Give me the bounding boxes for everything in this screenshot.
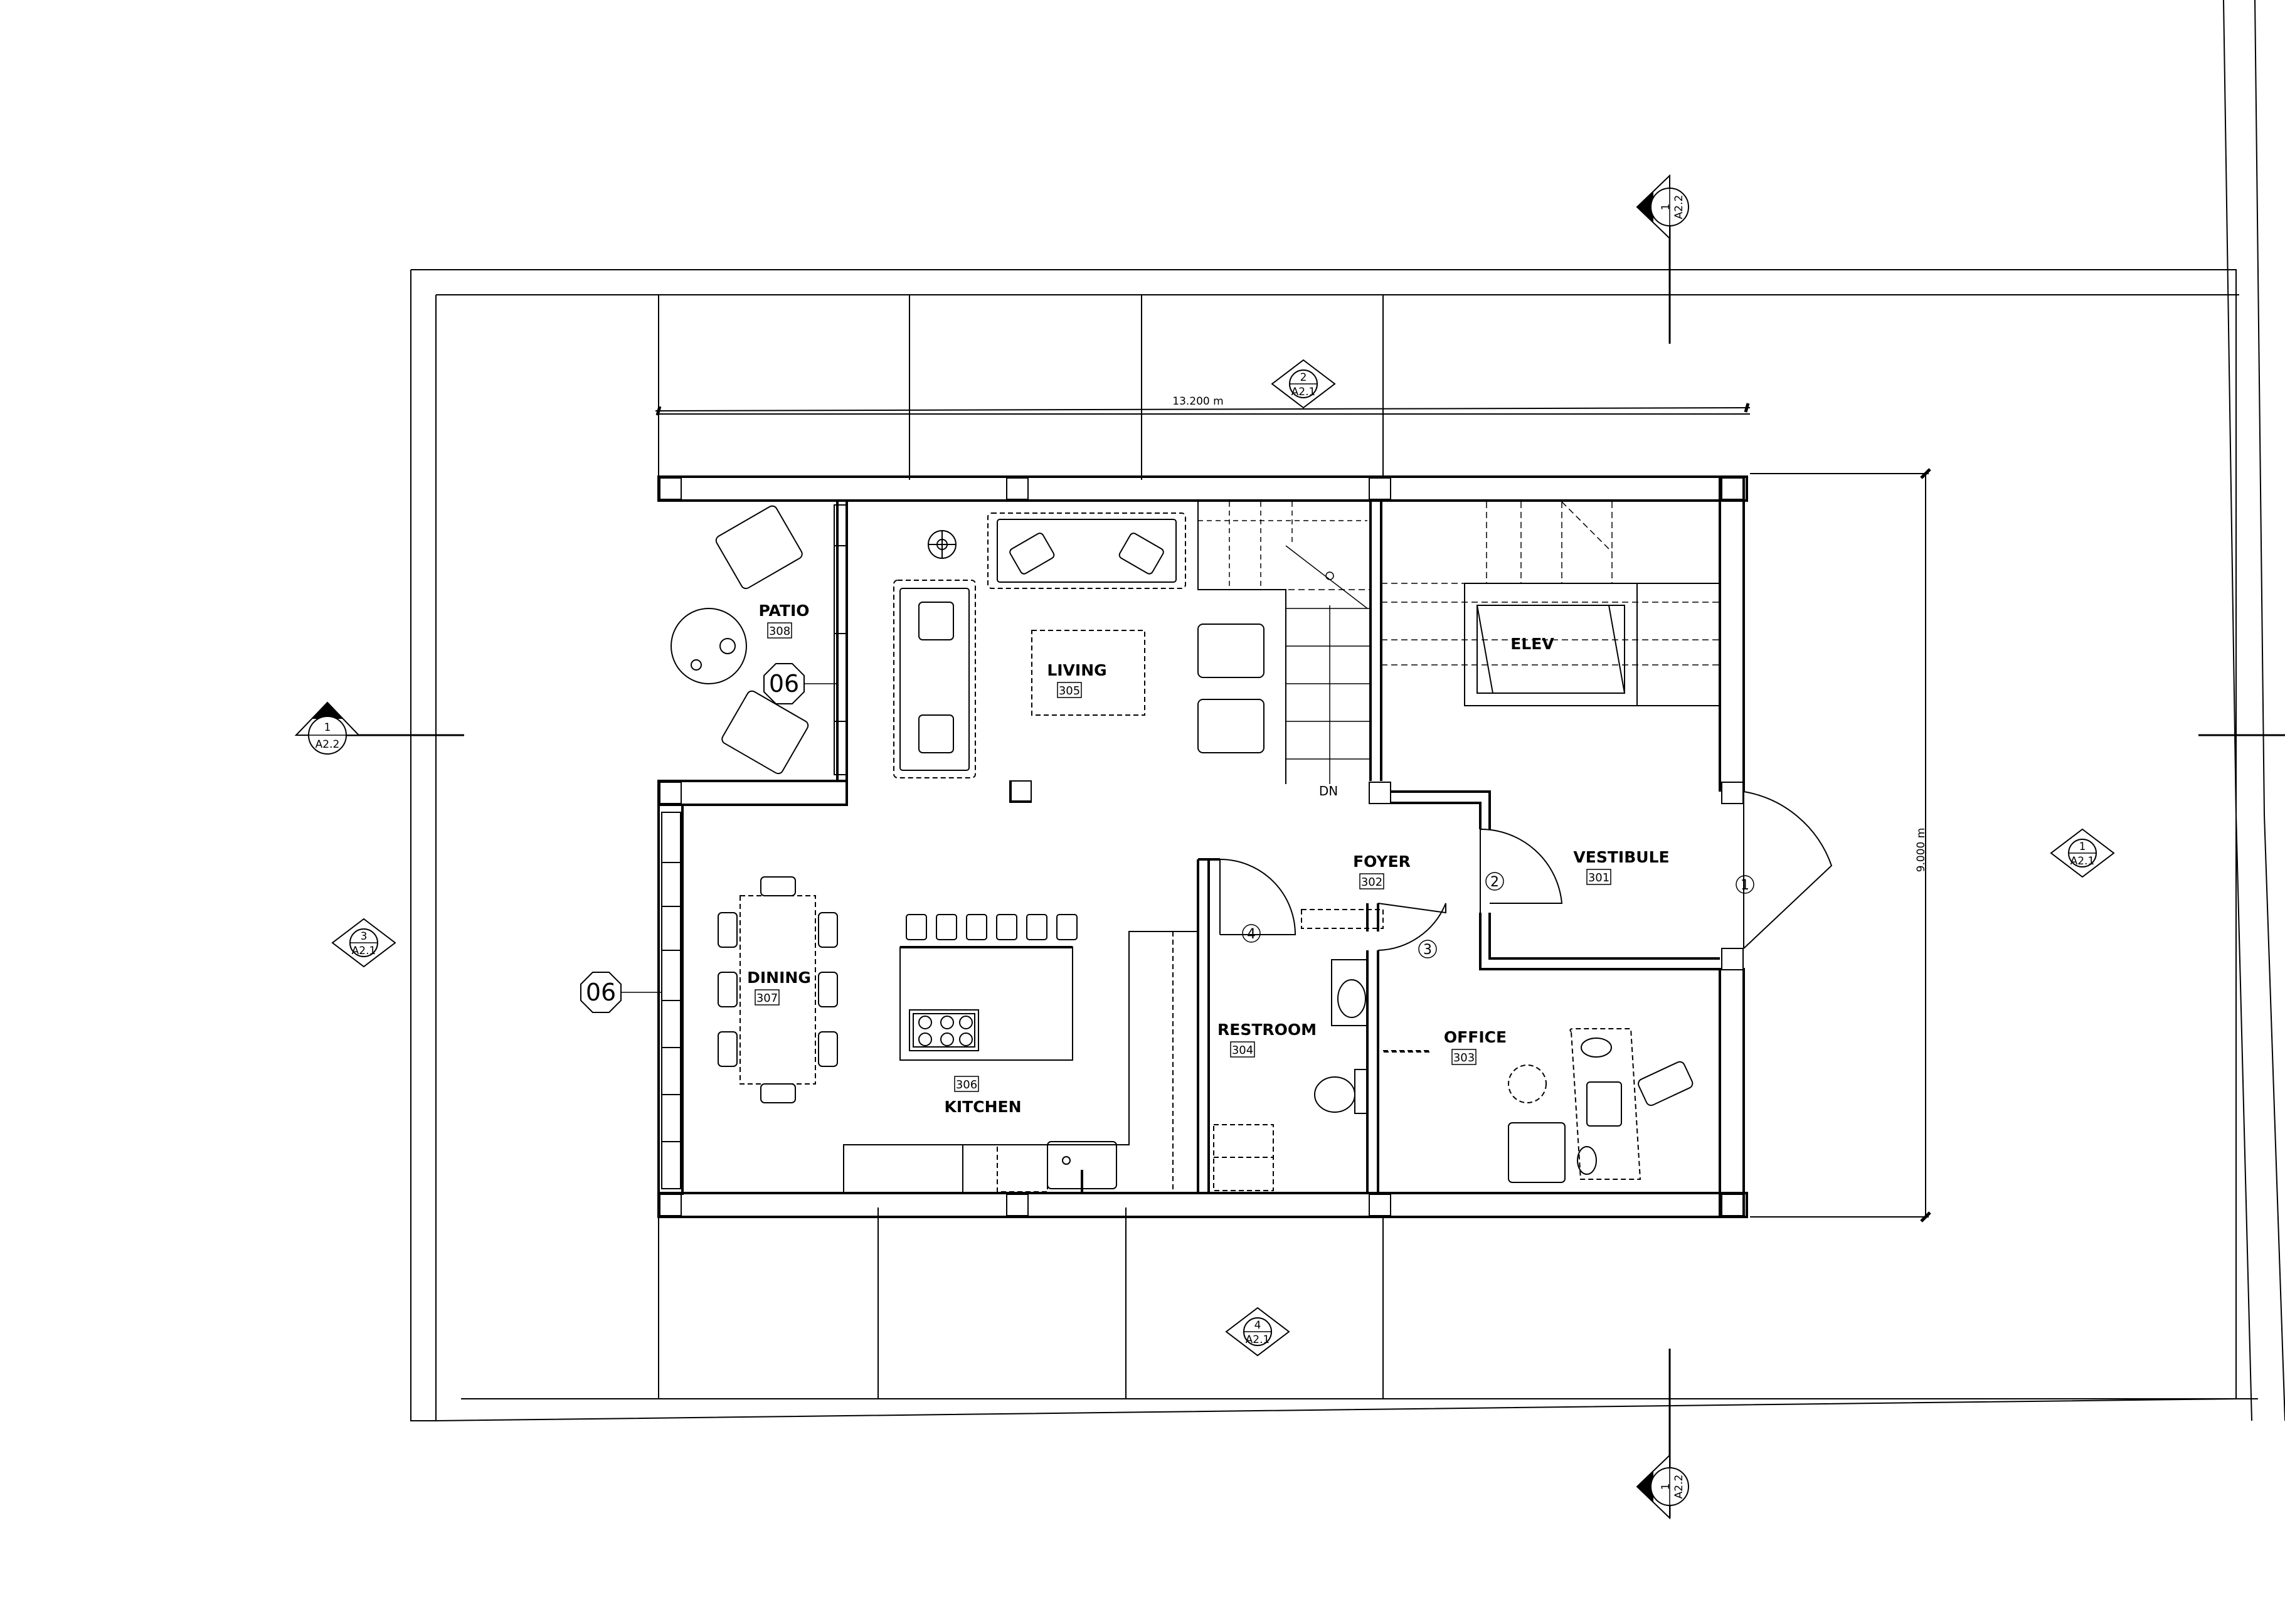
room-number: 307 bbox=[756, 992, 778, 1005]
office-furniture bbox=[1382, 1028, 1694, 1183]
room-patio: PATIO 308 bbox=[758, 602, 810, 639]
room-name: ELEV bbox=[1510, 635, 1554, 653]
room-name: OFFICE bbox=[1444, 1028, 1507, 1046]
room-elev: ELEV bbox=[1510, 635, 1554, 653]
svg-text:1: 1 bbox=[2079, 841, 2086, 853]
restroom-fixtures bbox=[1213, 909, 1384, 1191]
svg-text:06: 06 bbox=[586, 979, 616, 1006]
room-number: 306 bbox=[956, 1078, 977, 1091]
dimension-width bbox=[655, 403, 1751, 416]
door-vestibule-entry bbox=[1743, 791, 1833, 949]
dimension-depth-label: 9.000 m bbox=[1915, 828, 1927, 873]
room-foyer: FOYER 302 bbox=[1353, 852, 1411, 889]
dimension-depth bbox=[1750, 468, 1931, 1223]
door-foyer-vestibule bbox=[1480, 828, 1563, 913]
paving-grid bbox=[658, 295, 1750, 1399]
room-name: RESTROOM bbox=[1217, 1021, 1317, 1039]
svg-text:3: 3 bbox=[1423, 942, 1432, 958]
door-restroom bbox=[1219, 859, 1296, 935]
patio-glazing bbox=[834, 504, 847, 775]
room-office: OFFICE 303 bbox=[1444, 1028, 1507, 1065]
patio-furniture bbox=[671, 505, 809, 775]
svg-text:1: 1 bbox=[1741, 878, 1749, 893]
stairs bbox=[1197, 502, 1370, 784]
living-lamp bbox=[928, 530, 957, 559]
window-tag-dining: 06 bbox=[580, 972, 662, 1013]
room-living: LIVING 305 bbox=[1047, 661, 1107, 698]
dining-table bbox=[718, 876, 838, 1103]
site-boundary bbox=[410, 0, 2285, 1421]
svg-text:3: 3 bbox=[361, 930, 368, 943]
svg-text:A2.1: A2.1 bbox=[1246, 1334, 1270, 1346]
svg-text:1: 1 bbox=[1660, 1483, 1672, 1490]
dining-glazing bbox=[661, 812, 681, 1189]
svg-text:A2.2: A2.2 bbox=[1673, 1475, 1685, 1499]
columns bbox=[659, 477, 1744, 1216]
room-number: 303 bbox=[1453, 1051, 1475, 1064]
living-sofa bbox=[987, 512, 1186, 589]
svg-text:2: 2 bbox=[1490, 874, 1499, 890]
svg-text:06: 06 bbox=[769, 670, 799, 698]
room-dining: DINING 307 bbox=[747, 969, 811, 1006]
door-tag-2: 2 bbox=[1485, 872, 1504, 891]
door-office bbox=[1377, 903, 1446, 951]
door-tag-1: 1 bbox=[1736, 875, 1754, 894]
svg-text:4: 4 bbox=[1247, 926, 1256, 942]
section-marker-top: 1 A2.2 bbox=[1636, 174, 1689, 344]
stair-down-label: DN bbox=[1319, 783, 1338, 799]
room-number: 308 bbox=[769, 625, 790, 638]
room-name: KITCHEN bbox=[945, 1098, 1022, 1116]
svg-text:A2.1: A2.1 bbox=[2070, 855, 2095, 868]
section-marker-bottom: 1 A2.2 bbox=[1636, 1349, 1689, 1520]
kitchen-island bbox=[899, 914, 1078, 1061]
elevator-shaft bbox=[1464, 583, 1720, 706]
room-name: FOYER bbox=[1353, 852, 1411, 871]
coffee-table bbox=[1031, 630, 1145, 716]
svg-text:A2.2: A2.2 bbox=[315, 738, 340, 751]
svg-text:A2.2: A2.2 bbox=[1673, 195, 1685, 220]
kitchen-counter bbox=[843, 931, 1198, 1193]
room-name: LIVING bbox=[1047, 661, 1106, 679]
room-name: VESTIBULE bbox=[1573, 848, 1669, 866]
room-number: 305 bbox=[1059, 684, 1080, 698]
elevation-marker-west: 3 A2.1 bbox=[331, 918, 396, 968]
room-name: PATIO bbox=[758, 602, 809, 620]
room-vestibule: VESTIBULE 301 bbox=[1573, 848, 1670, 885]
living-pillar bbox=[1010, 780, 1032, 802]
room-name: DINING bbox=[747, 969, 811, 987]
door-tag-3: 3 bbox=[1418, 940, 1437, 958]
svg-text:1: 1 bbox=[324, 721, 331, 734]
svg-text:2: 2 bbox=[1300, 371, 1307, 384]
svg-text:4: 4 bbox=[1254, 1319, 1261, 1332]
door-tag-4: 4 bbox=[1242, 924, 1261, 943]
room-number: 304 bbox=[1232, 1044, 1253, 1057]
living-sectional bbox=[893, 580, 976, 778]
living-chairs bbox=[1197, 624, 1264, 753]
exterior-walls bbox=[657, 475, 1748, 1218]
svg-text:A2.1: A2.1 bbox=[352, 945, 376, 957]
section-marker-left: 1 A2.2 bbox=[294, 701, 2285, 755]
svg-text:1: 1 bbox=[1660, 204, 1672, 211]
window-tag-patio: 06 bbox=[763, 663, 837, 704]
elevation-marker-east: 1 A2.1 bbox=[2050, 828, 2115, 878]
room-number: 301 bbox=[1588, 871, 1609, 884]
elevation-marker-north: 2 A2.1 bbox=[1271, 359, 1336, 409]
cooktop bbox=[909, 1009, 979, 1051]
dimension-width-label: 13.200 m bbox=[1172, 395, 1223, 408]
svg-text:A2.1: A2.1 bbox=[1291, 386, 1316, 398]
room-number: 302 bbox=[1361, 876, 1382, 889]
room-restroom: RESTROOM 304 bbox=[1217, 1021, 1317, 1058]
room-kitchen: 306 KITCHEN bbox=[945, 1076, 1022, 1116]
elevation-marker-south: 4 A2.1 bbox=[1225, 1307, 1290, 1357]
